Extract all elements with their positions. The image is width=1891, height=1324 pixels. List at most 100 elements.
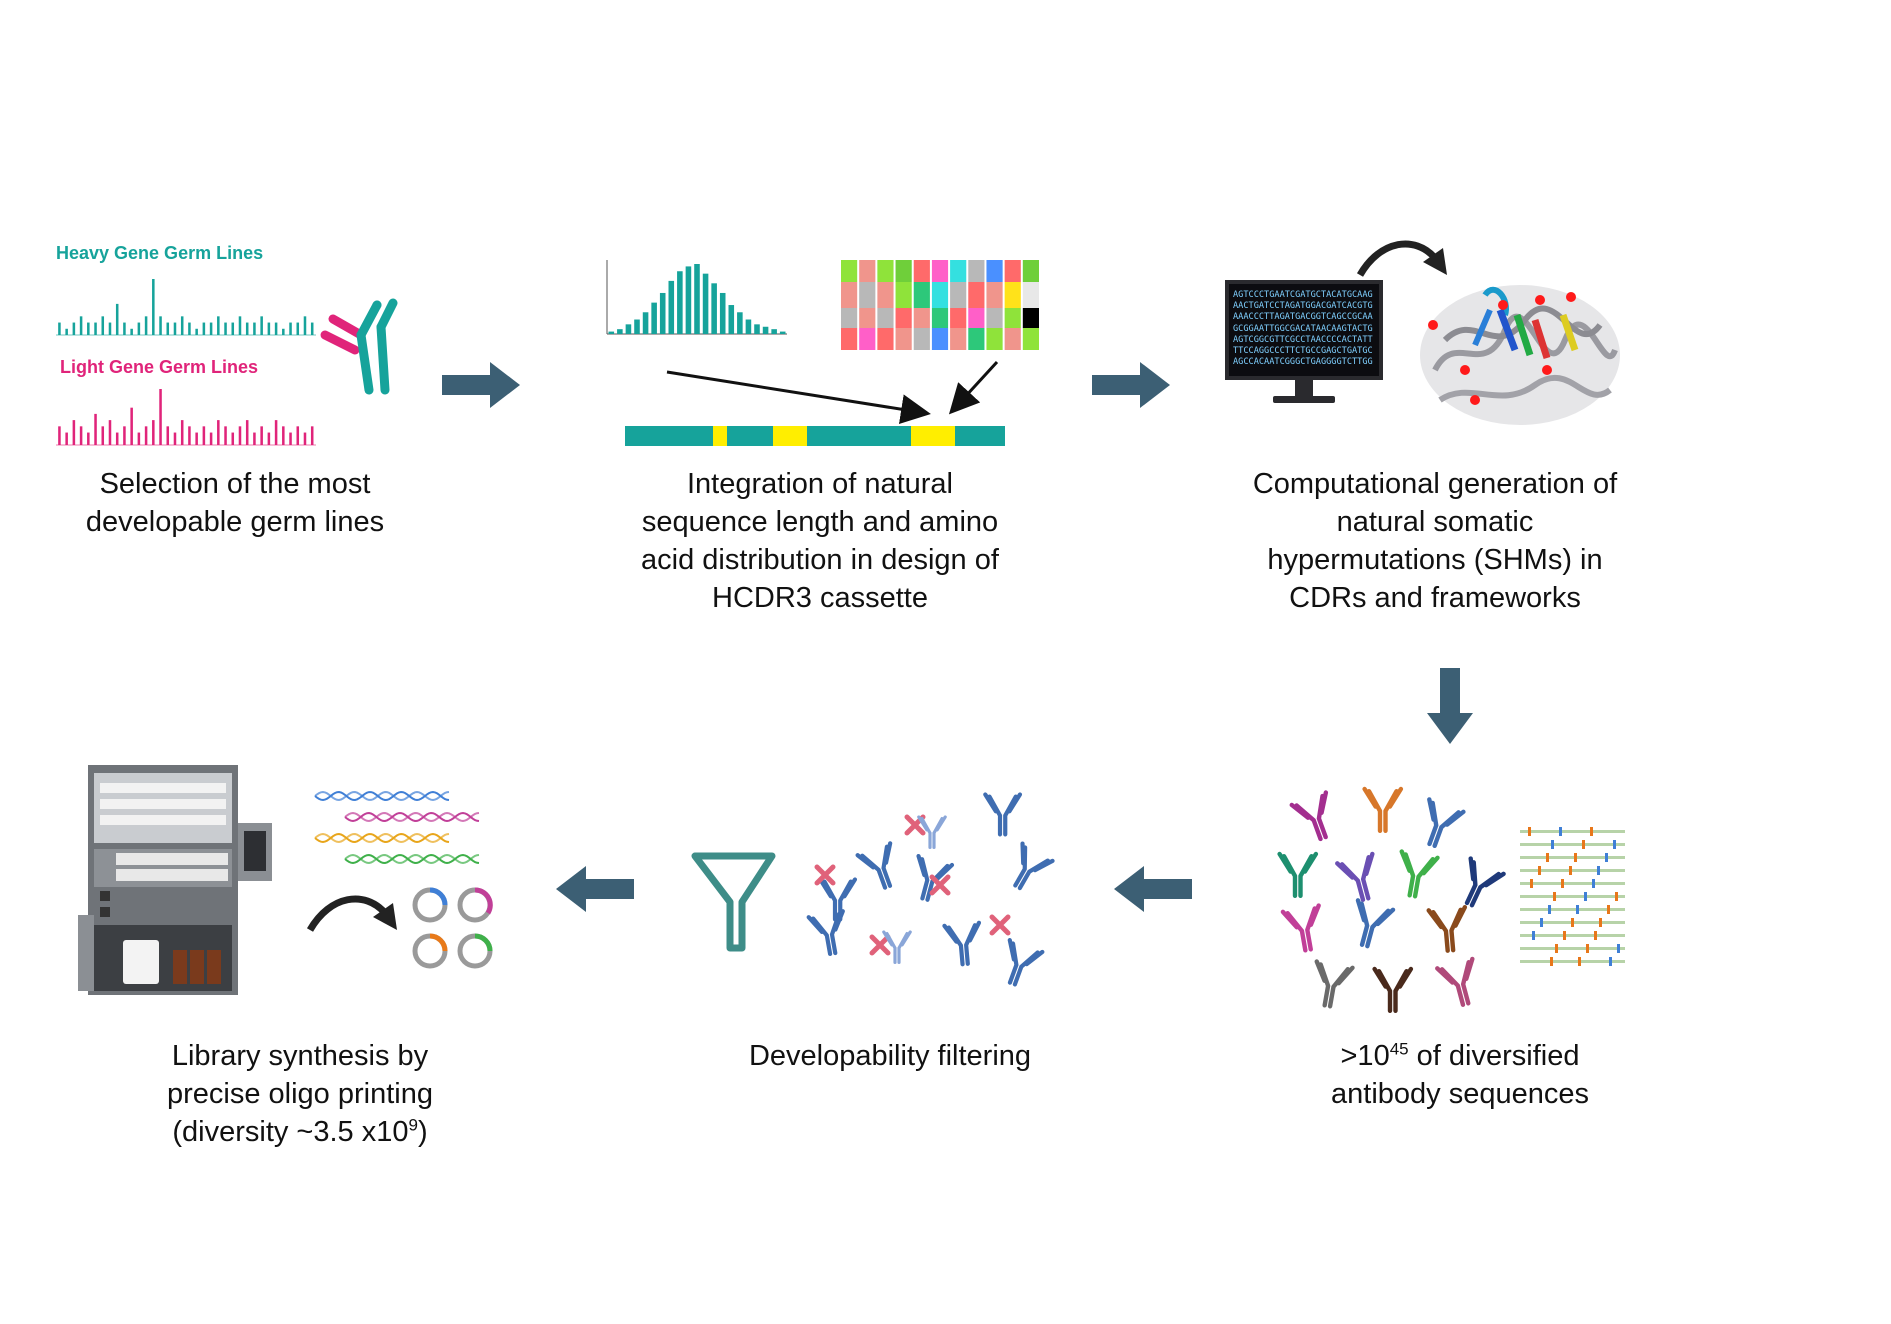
chart-bar [159,316,162,335]
chart-bar [719,292,726,334]
chart-bar [694,264,700,334]
germline-selection-caption: Selection of the most developable germ l… [40,465,430,541]
stack-segment [913,328,930,350]
dna-strand [344,853,480,865]
antibody-glyph [1280,903,1321,953]
stack-segment [913,260,930,282]
curved-arrow-icon [306,895,397,932]
dna-strand [314,832,450,844]
chart-bar [79,426,83,445]
chart-bar [238,426,242,445]
caption-line: natural somatic [1336,506,1534,538]
antibody-glyph [1355,898,1396,949]
chart-bar [101,426,105,445]
mutation-mark [1540,918,1543,927]
chart-bar [274,322,278,335]
alignment-row [1520,908,1625,911]
chart-bar [762,326,769,334]
developability-filter-caption: Developability filtering [700,1037,1080,1075]
chart-bar [166,322,170,335]
chart-bar [608,331,615,334]
hcdr3-design-caption: Integration of natural sequence length a… [610,465,1030,617]
dna-strand [344,811,480,823]
mutation-mark [1550,957,1553,966]
chart-bar [173,432,177,445]
caption-line-2: antibody sequences [1331,1078,1589,1110]
caption-line: HCDR3 cassette [712,582,928,614]
stack-segment [931,282,949,308]
dna-strands-icon [314,790,480,865]
stack-segment [877,308,894,328]
stack-segment [1022,260,1039,282]
stack-segment [1004,282,1021,308]
mutation-mark [1597,866,1600,875]
flow-arrow-right-1 [442,362,520,408]
chart-bar [65,432,68,445]
stack-segment [859,282,876,308]
chart-bar [677,271,683,334]
mutation-mark [1605,853,1608,862]
antibody-glyph [1435,956,1475,1007]
antibody-glyph [855,841,893,890]
caption-line: Library synthesis by [171,1040,429,1072]
chart-bar [245,420,249,445]
chart-bar [130,328,133,335]
antibody-glyph [942,920,982,967]
mutation-mark [1582,840,1585,849]
chart-bar [745,319,752,334]
stack-segment [859,328,876,350]
stack-segment [986,308,1003,328]
antibody-glyph [916,853,955,902]
chart-bar [303,432,307,445]
mutation-mark [1576,905,1579,914]
chart-bar [702,273,709,334]
antibody-glyph [1013,841,1055,891]
light-germline-chart [56,389,316,446]
chart-bar [728,305,735,334]
chart-bar [115,432,119,445]
chart-bar [711,283,717,334]
chart-bar [303,316,307,335]
mutation-mark [1590,827,1593,836]
stack-segment [950,282,967,308]
antibody-glyph [1007,938,1045,987]
caption-exponent: 9 [408,1115,418,1135]
caption-line: CDRs and frameworks [1289,582,1581,614]
caption-line: Developability filtering [748,1040,1032,1072]
stack-segment [931,328,949,350]
chart-bar [188,426,191,445]
chart-bar [296,426,300,445]
antibody-glyph [1464,856,1506,908]
antibody-glyph [1399,849,1440,899]
stack-segment [841,260,858,282]
sequence-line: AGCCACAATCGGGCTGAGGGGTCTTGG [1233,357,1373,368]
mutation-mark [1530,879,1533,888]
mutation-mark [1555,944,1558,953]
caption-line-1: >1045 of diversified [1270,1037,1650,1075]
mutation-mark [1569,866,1572,875]
antibody-glyph [1362,786,1404,834]
stack-segment [950,260,967,282]
pointer-arrows [666,360,999,425]
chart-bar [642,312,649,334]
chart-bar [188,322,191,335]
sequence-line: AGTCGGCGTTCGCCTAACCCCACTATT [1233,334,1373,345]
mutation-mark [1613,840,1616,849]
stack-segment [931,308,949,328]
caption-line: precise oligo printing [167,1078,433,1110]
sequence-line: TTCCAGGCCCTTCTGCCGAGCTGATGC [1233,346,1373,357]
stack-segment [841,282,858,308]
flow-arrow-down [1427,668,1473,744]
mutation-mark [1548,905,1551,914]
flow-arrow-left-2 [556,866,634,912]
antibody-icon [320,298,398,395]
chart-bar [72,420,76,445]
sequence-line: AGTCCCTGAATCGATGCTACATGCAAG [1233,290,1373,300]
alignment-row [1520,882,1625,885]
mutation-mark [1571,918,1574,927]
chart-bar [625,324,632,334]
chart-bar [65,328,68,335]
antibody-glyph [818,877,858,922]
stack-segment [1022,282,1039,308]
heavy-germline-title: Heavy Gene Germ Lines [56,243,264,263]
